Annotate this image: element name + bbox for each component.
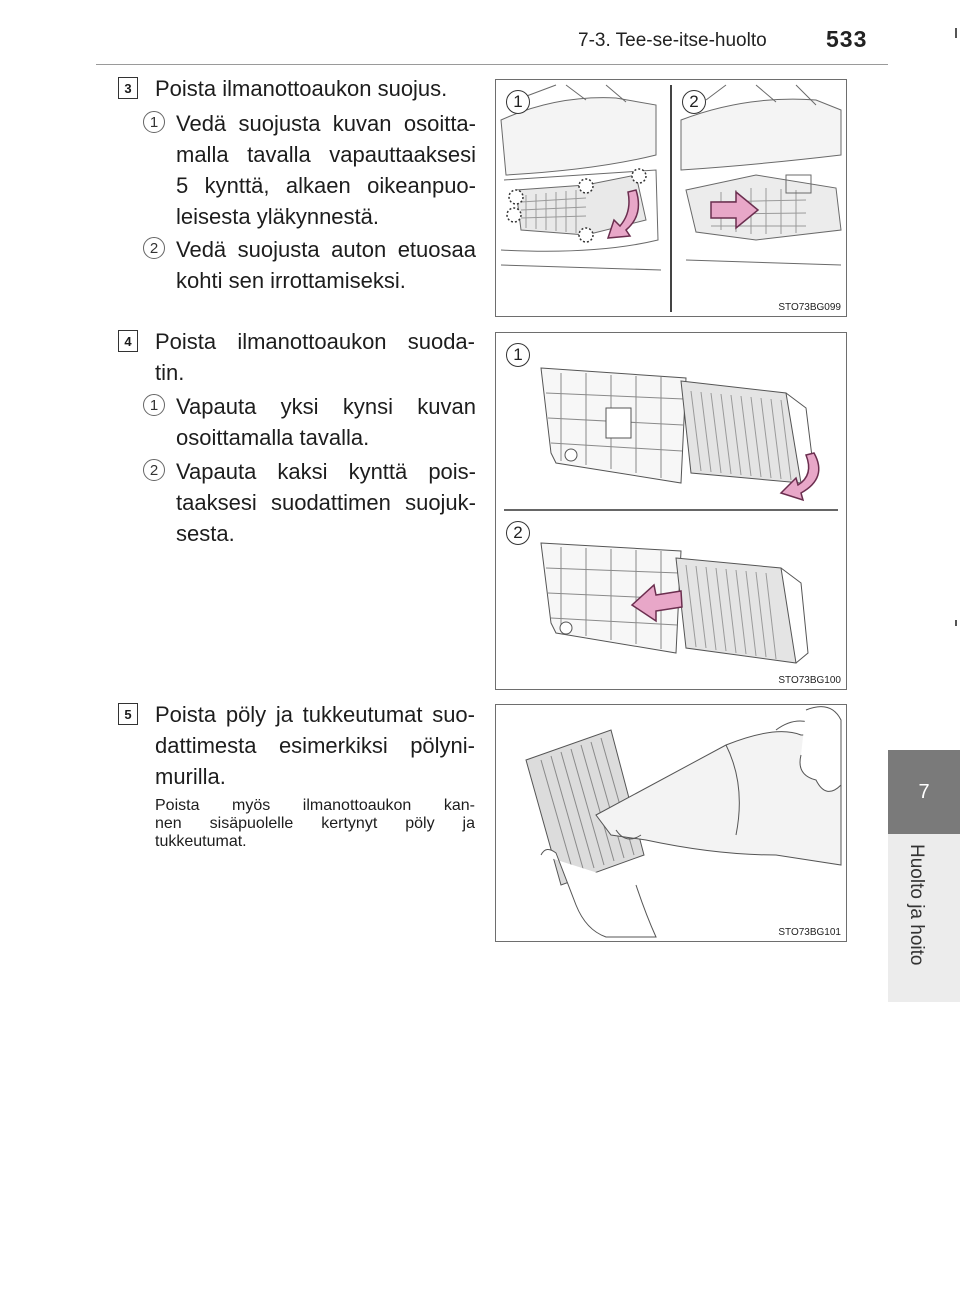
substep-number: 1 bbox=[143, 111, 165, 133]
substep-number: 1 bbox=[143, 394, 165, 416]
text-line: Poista ilmanottoaukon suojus. bbox=[155, 76, 448, 101]
text-line: Vedä suojusta kuvan osoitta- bbox=[176, 111, 476, 136]
text-line: Vapauta kaksi kynttä pois- bbox=[176, 459, 476, 484]
text-line: osoittamalla tavalla. bbox=[176, 425, 370, 450]
substep-number: 2 bbox=[143, 459, 165, 481]
text-line: Vapauta yksi kynsi kuvan bbox=[176, 394, 476, 419]
text-line: malla tavalla vapauttaaksesi bbox=[176, 142, 476, 167]
section-title: 7-3. Tee-se-itse-huolto bbox=[578, 30, 767, 51]
crop-mark bbox=[955, 28, 957, 38]
note-line: Poista myös ilmanottoaukon kan- bbox=[155, 797, 475, 814]
figure-code: STO73BG100 bbox=[778, 675, 841, 686]
figure-label: 2 bbox=[506, 521, 530, 545]
chapter-number: 7 bbox=[918, 780, 930, 803]
text-line: murilla. bbox=[155, 764, 226, 789]
figure-air-intake-cover: 1 2 STO73BG099 bbox=[495, 79, 847, 317]
note-line: nen sisäpuolelle kertynyt pöly ja bbox=[155, 815, 475, 832]
header-rule bbox=[96, 64, 888, 65]
figure-code: STO73BG101 bbox=[778, 927, 841, 938]
step-text: Poista ilmanottoaukon suojus. bbox=[155, 73, 475, 104]
figure-filter-removal: 1 2 STO73BG100 bbox=[495, 332, 847, 690]
substep-text: Vedä suojusta auton etuosaa kohti sen ir… bbox=[176, 234, 476, 296]
illustration-vacuum-filter bbox=[525, 706, 842, 938]
text-line: Poista pöly ja tukkeutumat suo- bbox=[155, 702, 475, 727]
figure-code: STO73BG099 bbox=[778, 302, 841, 313]
illustration-cover-removal bbox=[500, 84, 842, 312]
text-line: Vedä suojusta auton etuosaa bbox=[176, 237, 476, 262]
step-badge: 3 bbox=[118, 77, 138, 99]
chapter-tab-body bbox=[888, 834, 960, 1002]
chapter-tab: 7 bbox=[888, 750, 960, 834]
figure-label: 1 bbox=[506, 343, 530, 367]
substep-text: Vedä suojusta kuvan osoitta- malla taval… bbox=[176, 108, 476, 232]
step-text: Poista ilmanottoaukon suoda- tin. bbox=[155, 326, 475, 388]
text-line: tin. bbox=[155, 360, 185, 385]
text-line: leisesta yläkynnestä. bbox=[176, 204, 379, 229]
step-badge: 4 bbox=[118, 330, 138, 352]
text-line: taaksesi suodattimen suojuk- bbox=[176, 490, 476, 515]
substep-text: Vapauta kaksi kynttä pois- taaksesi suod… bbox=[176, 456, 476, 549]
text-line: dattimesta esimerkiksi pölyni- bbox=[155, 733, 475, 758]
text-line: kohti sen irrottamiseksi. bbox=[176, 268, 406, 293]
substep-text: Vapauta yksi kynsi kuvan osoittamalla ta… bbox=[176, 391, 476, 453]
text-line: Poista ilmanottoaukon suoda- bbox=[155, 329, 475, 354]
illustration-filter-removal bbox=[504, 367, 838, 664]
step-note: Poista myös ilmanottoaukon kan- nen sisä… bbox=[155, 797, 475, 851]
step-text: Poista pöly ja tukkeutumat suo- dattimes… bbox=[155, 699, 475, 792]
text-line: 5 kynttä, alkaen oikeanpuo- bbox=[176, 173, 476, 198]
step-badge: 5 bbox=[118, 703, 138, 725]
chapter-title: Huolto ja hoito bbox=[906, 844, 927, 966]
figure-label: 2 bbox=[682, 90, 706, 114]
note-line: tukkeutumat. bbox=[155, 833, 247, 850]
page-number: 533 bbox=[826, 26, 868, 52]
figure-vacuum-cleaning: STO73BG101 bbox=[495, 704, 847, 942]
substep-number: 2 bbox=[143, 237, 165, 259]
figure-label: 1 bbox=[506, 90, 530, 114]
text-line: sesta. bbox=[176, 521, 235, 546]
crop-mark bbox=[955, 620, 957, 626]
